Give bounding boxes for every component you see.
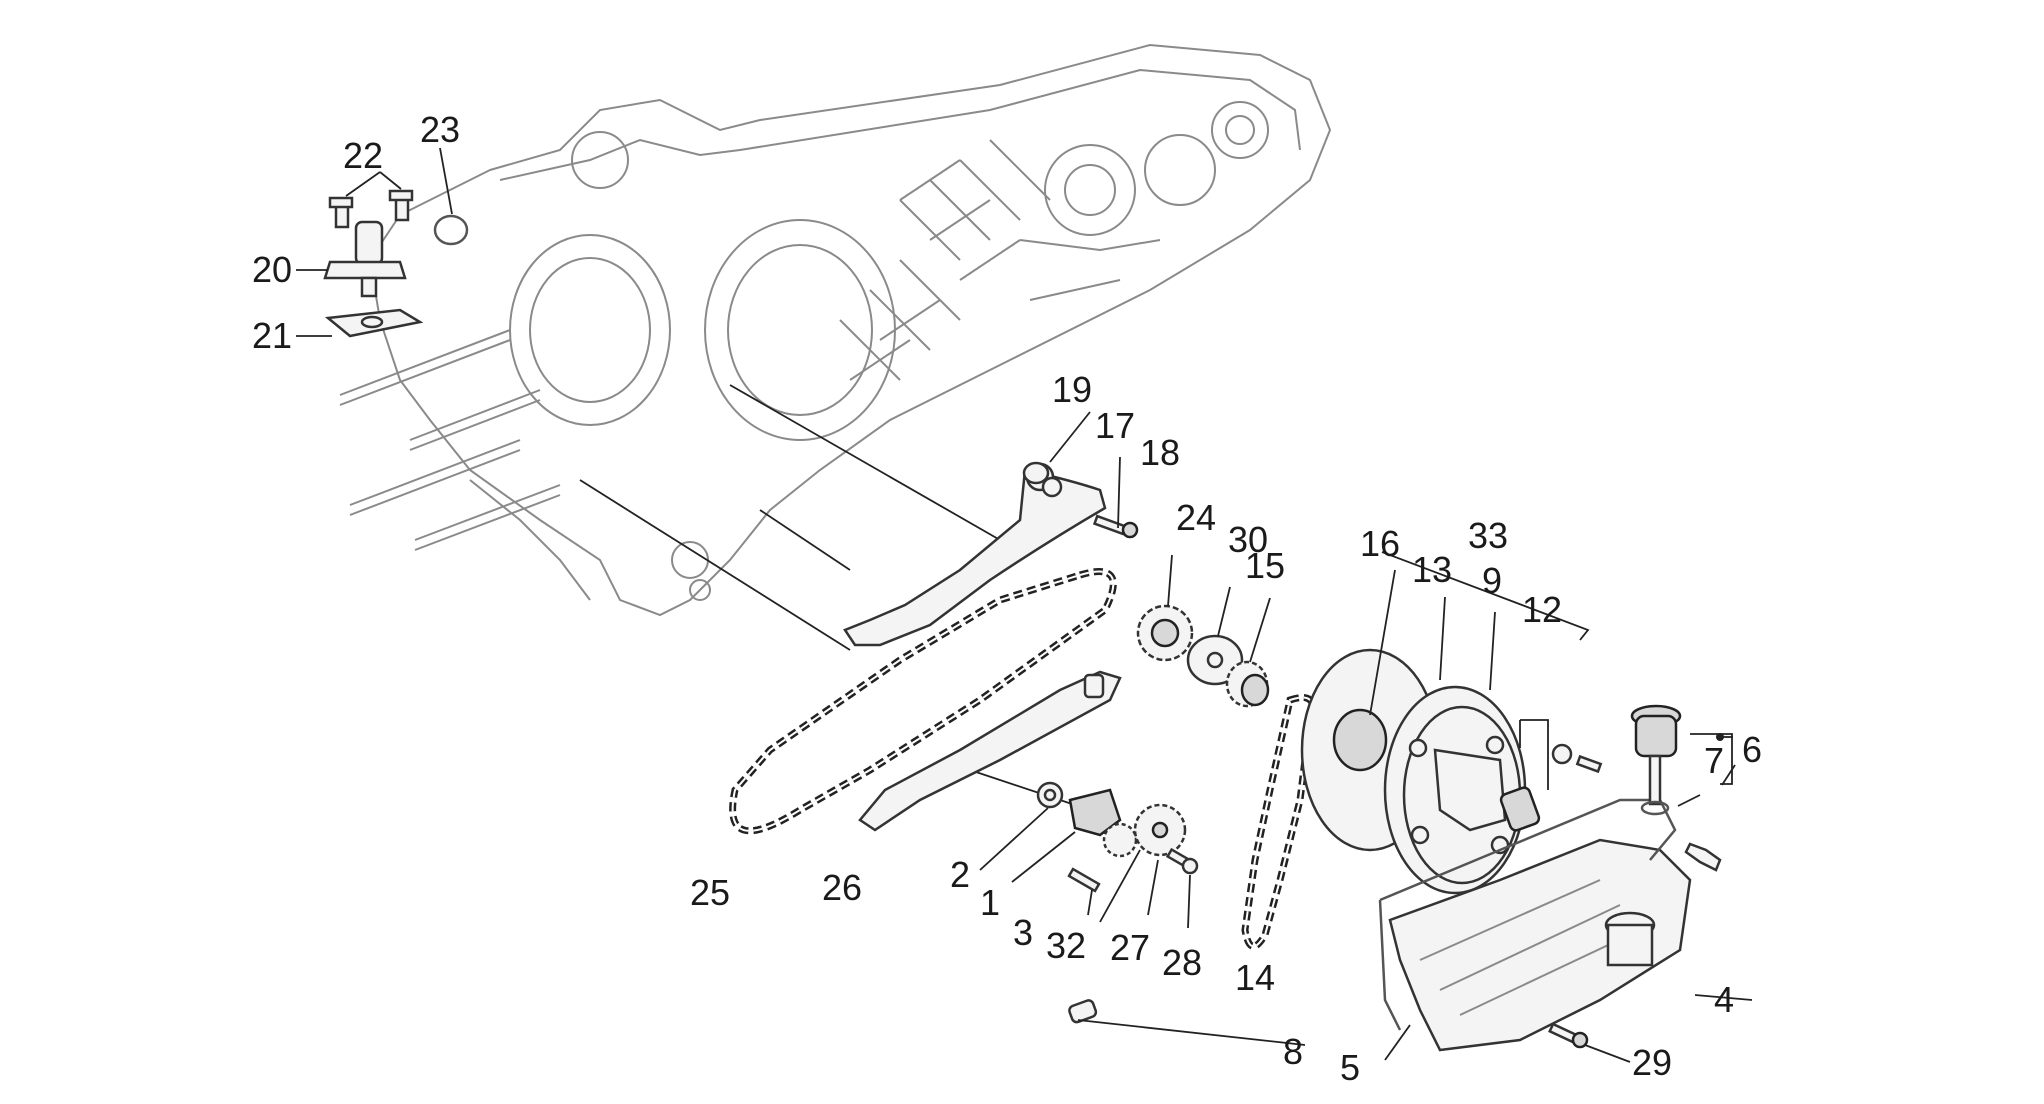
callout-32: 32 [1046, 925, 1086, 966]
callout-21: 21 [252, 315, 292, 356]
callout-3: 3 [1013, 912, 1033, 953]
callout-12: 12 [1522, 589, 1562, 630]
callout-14: 14 [1235, 957, 1275, 998]
callout-24: 24 [1176, 497, 1216, 538]
timing-chain-25 [729, 568, 1117, 835]
callout-15: 15 [1245, 545, 1285, 586]
callout-25: 25 [690, 872, 730, 913]
callout-23: 23 [420, 109, 460, 150]
oil-pump-chain-14 [1241, 694, 1316, 950]
callout-17: 17 [1095, 405, 1135, 446]
crankcase [339, 43, 1332, 617]
oil-pump-body [1300, 551, 1603, 895]
callout-30: 30 [1228, 519, 1268, 560]
callout-labels: 1 2 3 4 5 6 7 8 9 12 13 14 15 16 17 18 1… [252, 109, 1762, 1088]
callout-26: 26 [822, 867, 862, 908]
callout-33: 33 [1468, 515, 1508, 556]
callout-19: 19 [1052, 369, 1092, 410]
callout-29: 29 [1632, 1042, 1672, 1083]
callout-13: 13 [1412, 549, 1452, 590]
callout-2: 2 [950, 854, 970, 895]
chain-tensioner-group [296, 147, 469, 338]
callout-28: 28 [1162, 942, 1202, 983]
sprocket-group [1136, 604, 1270, 708]
callout-6: 6 [1742, 729, 1762, 770]
callout-20: 20 [252, 249, 292, 290]
guide-pin-bolt [1022, 411, 1271, 663]
callout-18: 18 [1140, 432, 1180, 473]
callout-22: 22 [343, 135, 383, 176]
pump-rotor-group [979, 781, 1199, 929]
chain-guides [843, 462, 1122, 832]
callout-9: 9 [1482, 560, 1502, 601]
callout-16: 16 [1360, 523, 1400, 564]
oil-sump-group [1068, 704, 1753, 1063]
callout-8: 8 [1283, 1031, 1303, 1072]
callout-1: 1 [980, 882, 1000, 923]
callout-27: 27 [1110, 927, 1150, 968]
callout-7: 7 [1704, 740, 1724, 781]
callout-4: 4 [1714, 979, 1734, 1020]
callout-5: 5 [1340, 1047, 1360, 1088]
